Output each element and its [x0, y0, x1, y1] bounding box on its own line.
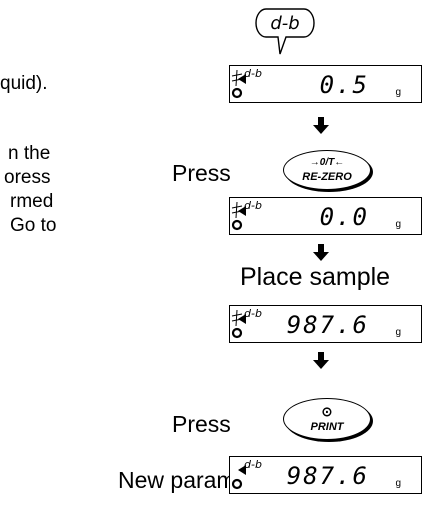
- place-sample-label: Place sample: [240, 263, 391, 291]
- rezero-key-label: RE-ZERO: [302, 171, 352, 183]
- print-key-button[interactable]: ⊙ PRINT: [283, 398, 371, 440]
- down-arrow-icon: [313, 244, 329, 261]
- display-unit: g: [395, 219, 401, 230]
- press-label-1: Press: [172, 160, 231, 186]
- balance-display-1: d-b 0.5 g: [229, 65, 422, 103]
- stability-indicator-icon: [231, 465, 246, 490]
- balance-display-3: d-b 987.6 g: [229, 305, 422, 343]
- body-text-line-1: quid).: [0, 73, 48, 94]
- display-mode-code: d-b: [244, 458, 262, 471]
- callout-bubble-shape: [255, 8, 315, 55]
- press-label-2: Press: [172, 411, 231, 437]
- rezero-key-symbol: →0/T←: [309, 157, 345, 168]
- down-arrow-icon: [313, 117, 329, 134]
- down-arrow-icon: [313, 352, 329, 369]
- display-code-callout: d-b: [255, 8, 315, 55]
- display-reading: 987.6: [286, 462, 369, 490]
- rezero-key-button[interactable]: →0/T← RE-ZERO: [283, 150, 371, 190]
- print-key-label: PRINT: [310, 421, 344, 433]
- body-text-line-3: oress: [4, 167, 51, 188]
- display-reading: 987.6: [286, 311, 369, 339]
- display-unit: g: [395, 87, 401, 98]
- display-unit: g: [395, 327, 401, 338]
- display-mode-code: d-b: [244, 67, 262, 80]
- display-reading: 0.5: [319, 71, 369, 99]
- balance-display-4: d-b 987.6 g: [229, 456, 422, 494]
- callout-text: d-b: [270, 13, 300, 34]
- display-mode-code: d-b: [244, 307, 262, 320]
- balance-display-2: d-b 0.0 g: [229, 197, 422, 235]
- body-text-line-2: n the: [8, 143, 51, 164]
- body-text-line-4: rmed: [10, 191, 54, 212]
- stability-indicator-icon: [231, 69, 246, 99]
- stability-indicator-icon: [231, 201, 246, 231]
- stability-indicator-icon: [231, 309, 246, 339]
- display-mode-code: d-b: [244, 199, 262, 212]
- print-key-symbol: ⊙: [321, 404, 333, 419]
- display-unit: g: [395, 478, 401, 489]
- body-text-line-5: Go to: [10, 215, 57, 236]
- display-reading: 0.0: [319, 203, 369, 231]
